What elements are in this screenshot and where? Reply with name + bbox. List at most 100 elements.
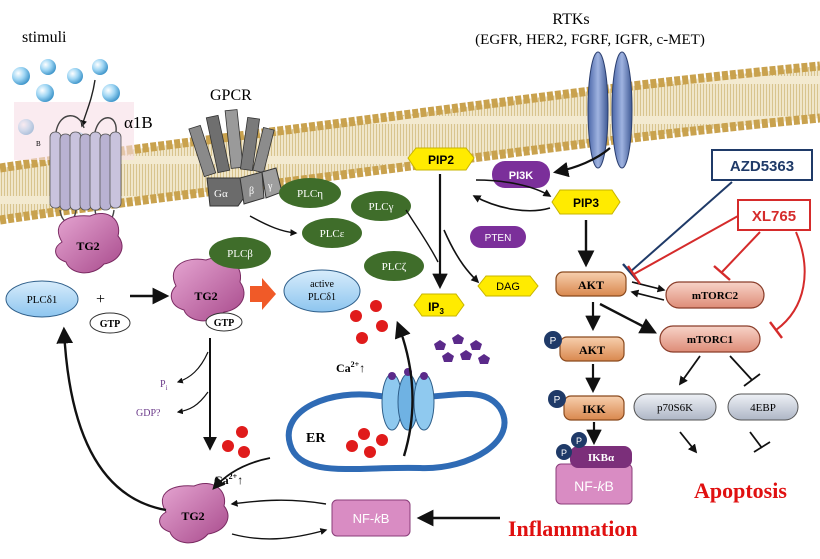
tg2-top-label: TG2 — [76, 239, 99, 253]
gpcr-label: GPCR — [210, 87, 252, 104]
mtorc2-node: mTORC2 — [665, 281, 765, 309]
arrow-akt-to-mtorc2 — [631, 281, 666, 293]
receptor-label: α1B — [124, 113, 153, 132]
pip3-node: PIP3 — [551, 189, 621, 215]
pten-label: PTEN — [485, 233, 512, 244]
plc-beta-node: PLCβ — [209, 237, 271, 269]
inhibit-azd-akt — [629, 181, 733, 273]
ip3-node: IP3 — [413, 293, 465, 317]
pip2-node: PIP2 — [407, 147, 475, 171]
g-protein-subunits: Gα β γ — [206, 167, 283, 207]
inhibit-mtorc1-4ebp — [729, 355, 753, 381]
tg2-top: TG2 — [55, 213, 123, 274]
tg2-bottom-label: TG2 — [181, 509, 204, 523]
activation-block-arrow — [250, 278, 276, 310]
arrow-p70s6k-to-apoptosis — [679, 431, 698, 454]
gtp-free-node: GTP — [89, 312, 131, 334]
rtks-list: (EGFR, HER2, FGRF, IGFR, c-MET) — [475, 32, 705, 48]
ip3-receptor-channel — [381, 368, 435, 431]
pakt-label: AKT — [579, 343, 605, 357]
arrow-pip2-to-dag — [443, 229, 480, 284]
arrow-nfkb-to-tg2 — [230, 499, 327, 507]
pi3k-label: PI3K — [509, 170, 534, 182]
arrow-ca-to-tg2 — [212, 457, 271, 490]
inhibit-xl-mtorc2-bar — [713, 265, 731, 281]
mtorc2-label: mTORC2 — [692, 290, 739, 302]
active-plcd1-node: active PLCδ1 — [283, 269, 361, 313]
receptor-sub-label: B — [36, 140, 41, 148]
er-label: ER — [306, 431, 326, 446]
plc-epsilon-node: PLCε — [302, 218, 362, 248]
pi3k-node: PI3K — [492, 161, 550, 188]
arrow-er-calcium-release — [394, 320, 414, 457]
tg2-mid-label: TG2 — [194, 289, 217, 303]
inflammation-label: Inflammation — [508, 516, 638, 541]
alpha1b-receptor — [49, 115, 122, 225]
stimuli-label: stimuli — [22, 29, 67, 46]
tg2-gtp-complex: TG2 GTP — [170, 257, 245, 332]
arrow-tg2-recycle — [56, 326, 167, 512]
ca-er-label: Ca2+↑ — [336, 360, 365, 375]
p70s6k-node: p70S6K — [633, 393, 717, 421]
plc-zeta-node: PLCζ — [364, 251, 424, 281]
ikba-p-badge-1: P — [561, 448, 567, 458]
ikk-node: IKK P — [548, 390, 625, 421]
inhibit-xl-mtorc1 — [775, 231, 806, 331]
pip3-label: PIP3 — [573, 196, 599, 210]
apoptosis-label: Apoptosis — [694, 478, 787, 503]
mtorc1-node: mTORC1 — [659, 325, 761, 353]
g-alpha-label: Gα — [214, 188, 228, 200]
plc-gamma-node: PLCγ — [351, 191, 411, 221]
ip3-molecules — [434, 334, 490, 364]
pi-label: Pi — [160, 379, 168, 392]
endoplasmic-reticulum: ER — [285, 391, 508, 473]
arrow-to-gdp — [176, 391, 209, 415]
plc-eta-label: PLCη — [297, 188, 323, 200]
ip3-label: IP3 — [428, 300, 444, 316]
tg2-bottom: TG2 — [159, 483, 229, 544]
xl765-box: XL765 — [737, 199, 811, 231]
arrow-plc-to-pip2 — [405, 209, 439, 263]
arrow-gpcr-to-plc — [249, 215, 298, 237]
arrow-rtk-to-pi3k — [552, 147, 611, 178]
inhibit-xl-mtorc2 — [721, 231, 761, 273]
pakt-p-badge: P — [550, 336, 557, 347]
gdp-label: GDP? — [136, 408, 161, 419]
arrow-mtorc2-to-akt — [630, 289, 665, 301]
nfkb-right-label: NF-kB — [574, 478, 614, 494]
azd5363-label: AZD5363 — [730, 158, 794, 175]
4ebp-label: 4EBP — [750, 402, 776, 414]
arrow-mtorc1-to-p70s6k — [678, 355, 701, 386]
active-label-line1: active — [310, 279, 334, 290]
gtp-free-label: GTP — [100, 319, 121, 330]
inhibit-bar-apoptosis — [753, 441, 771, 453]
nfkb-bottom: NF-kB — [331, 499, 411, 537]
pten-node: PTEN — [470, 226, 526, 248]
arrow-pip2-to-pip3 — [475, 179, 552, 197]
nfkb-bottom-label: NF-kB — [353, 511, 390, 526]
plc-zeta-label: PLCζ — [382, 261, 407, 273]
inhibit-bar-4ebp — [743, 373, 761, 387]
inhibit-4ebp-to-apoptosis — [749, 431, 763, 449]
inhibit-xl-akt — [633, 215, 739, 275]
g-gamma-label: γ — [267, 181, 273, 192]
rtks-label: RTKs — [552, 11, 589, 28]
akt-label: AKT — [578, 278, 604, 292]
xl765-label: XL765 — [752, 208, 796, 225]
ikba-label: IKBα — [588, 452, 615, 464]
gpcr-protein — [188, 109, 275, 178]
inhibit-xl-mtorc1-bar — [769, 321, 783, 339]
azd5363-box: AZD5363 — [711, 149, 813, 181]
plcd1-label: PLCδ1 — [27, 294, 58, 306]
plc-eta-node: PLCη — [279, 178, 341, 208]
pakt-node: AKT P — [544, 331, 625, 362]
active-label-line2: PLCδ1 — [308, 292, 336, 303]
4ebp-node: 4EBP — [727, 393, 799, 421]
inhibit-xl-akt-bar — [627, 265, 641, 285]
rtk-receptor — [587, 51, 633, 169]
arrow-to-pi — [176, 351, 209, 384]
nfkb-complex: NF-kB IKBα P P — [555, 432, 633, 505]
akt-node: AKT — [555, 271, 627, 297]
